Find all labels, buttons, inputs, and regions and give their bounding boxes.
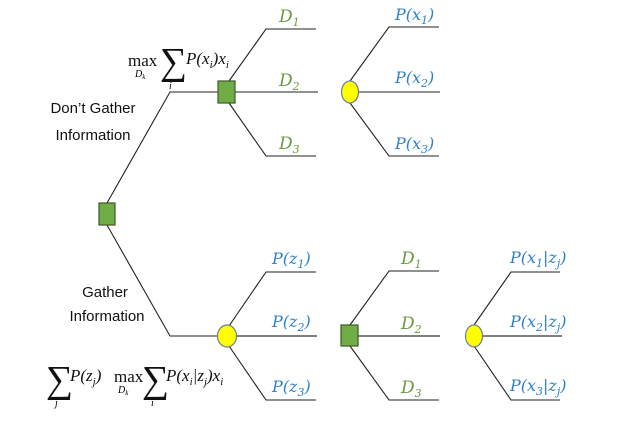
formula-term-pxz: P(xi|zj)xi bbox=[165, 366, 223, 388]
nodes bbox=[98, 80, 484, 348]
z3-label: P(z3) bbox=[271, 377, 311, 399]
sum-j-symbol: ∑ bbox=[46, 359, 73, 401]
edge-bottom-d1 bbox=[349, 270, 439, 326]
z2-label: P(z2) bbox=[271, 312, 311, 334]
x2-given-z-label: P(x2|zj) bbox=[509, 312, 567, 334]
gather-formula: ∑ j P(zj) max Dk ∑ i P(xi|zj)xi bbox=[46, 359, 223, 409]
gather-label-line1: Gather bbox=[82, 284, 128, 301]
root-decision-node bbox=[98, 202, 116, 226]
dont-gather-label-line1: Don’t Gather bbox=[50, 100, 135, 117]
top-x2-label: P(x2) bbox=[394, 68, 434, 90]
bottom-decision-node bbox=[340, 324, 359, 347]
bottom-decision-labels: D1 D2 D3 bbox=[400, 249, 422, 400]
formula-term-pz: P(zj) bbox=[69, 366, 102, 388]
edge-bottom-x3 bbox=[473, 345, 560, 401]
top-outcome-labels: P(x1) P(x2) P(x3) bbox=[394, 5, 434, 156]
top-chance-node bbox=[340, 80, 360, 104]
max-operator-bottom: max bbox=[114, 367, 144, 386]
gather-label-line2: Information bbox=[69, 308, 144, 325]
branch-labels: Don’t Gather Information Gather Informat… bbox=[50, 100, 144, 325]
top-x1-label: P(x1) bbox=[394, 5, 434, 27]
max-subscript: Dk bbox=[134, 69, 146, 81]
bottom-outcome-labels: P(x1|zj) P(x2|zj) P(x3|zj) bbox=[509, 248, 567, 398]
sum-i-index: i bbox=[151, 398, 154, 409]
edges bbox=[106, 26, 562, 401]
sum-symbol: ∑ bbox=[160, 41, 187, 83]
sum-i-symbol: ∑ bbox=[142, 359, 169, 401]
sum-index: i bbox=[169, 81, 172, 92]
formula-term: P(xi)xi bbox=[185, 49, 229, 71]
top-decision-labels: D1 D2 D3 bbox=[278, 7, 300, 156]
bottom-d1-label: D1 bbox=[400, 249, 422, 271]
edge-top-x1 bbox=[349, 26, 439, 82]
dont-gather-label-line2: Information bbox=[55, 127, 130, 144]
edge-root-to-dont-gather bbox=[106, 91, 218, 204]
bottom-d2-label: D2 bbox=[400, 314, 422, 336]
top-d3-label: D3 bbox=[278, 134, 300, 156]
edge-bottom-z1 bbox=[228, 271, 316, 327]
bottom-signal-chance-node bbox=[216, 324, 238, 348]
edge-top-x3 bbox=[349, 102, 439, 157]
edge-root-to-gather bbox=[106, 224, 217, 337]
bottom-outcome-chance-node bbox=[464, 324, 484, 348]
x1-given-z-label: P(x1|zj) bbox=[509, 248, 567, 270]
edge-bottom-d3 bbox=[349, 345, 439, 401]
top-d1-label: D1 bbox=[278, 7, 300, 29]
edge-top-d3 bbox=[228, 102, 316, 157]
max-operator: max bbox=[128, 51, 158, 70]
dont-gather-formula: max Dk ∑ i P(xi)xi bbox=[128, 41, 229, 92]
edge-bottom-x1 bbox=[473, 271, 560, 326]
edge-top-d1 bbox=[228, 28, 316, 82]
signal-labels: P(z1) P(z2) P(z3) bbox=[271, 249, 311, 399]
top-d2-label: D2 bbox=[278, 71, 300, 93]
edge-bottom-z3 bbox=[228, 345, 316, 401]
max-subscript-bottom: Dk bbox=[117, 385, 129, 397]
top-decision-node bbox=[217, 80, 236, 104]
sum-j-index: j bbox=[53, 398, 58, 409]
top-x3-label: P(x3) bbox=[394, 134, 434, 156]
x3-given-z-label: P(x3|zj) bbox=[509, 376, 567, 398]
z1-label: P(z1) bbox=[271, 249, 311, 271]
bottom-d3-label: D3 bbox=[400, 378, 422, 400]
